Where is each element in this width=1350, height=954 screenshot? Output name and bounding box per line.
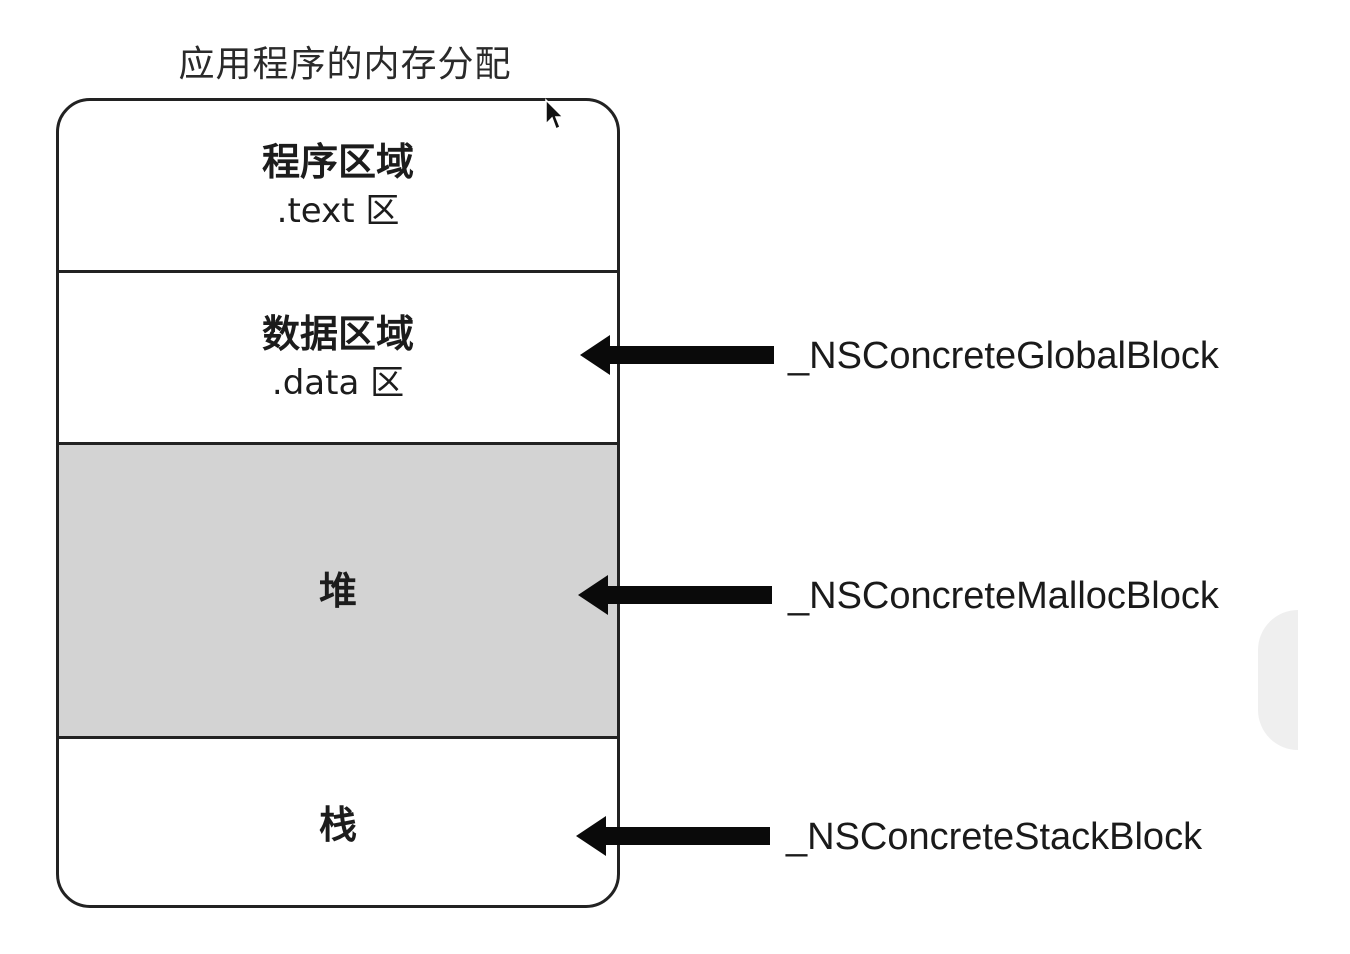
- text-section-subtitle: .text 区: [276, 190, 400, 231]
- data-section-title: 数据区域: [261, 311, 414, 356]
- memory-layout-box: 程序区域 .text 区 数据区域 .data 区 堆 栈: [56, 98, 620, 908]
- global-block-arrow: [580, 335, 774, 375]
- stack-block-arrow: [576, 816, 770, 856]
- arrow-shaft: [604, 346, 774, 364]
- data-section: 数据区域 .data 区: [59, 273, 617, 445]
- malloc-block-arrow: [578, 575, 772, 615]
- stack-section: 栈: [59, 739, 617, 905]
- heap-section-title: 堆: [318, 568, 357, 613]
- mouse-pointer-icon: [545, 98, 564, 131]
- heap-section: 堆: [59, 445, 617, 739]
- data-section-subtitle: .data 区: [271, 362, 405, 403]
- diagram-title: 应用程序的内存分配: [178, 44, 512, 85]
- text-section: 程序区域 .text 区: [59, 101, 617, 273]
- arrow-shaft: [602, 586, 772, 604]
- malloc-block-label: _NSConcreteMallocBlock: [788, 575, 1219, 617]
- scroll-edge-decoration: [1258, 610, 1298, 750]
- arrow-shaft: [600, 827, 770, 845]
- stack-section-title: 栈: [318, 803, 357, 847]
- text-section-title: 程序区域: [261, 139, 414, 184]
- global-block-label: _NSConcreteGlobalBlock: [788, 335, 1219, 377]
- stack-block-label: _NSConcreteStackBlock: [786, 816, 1203, 858]
